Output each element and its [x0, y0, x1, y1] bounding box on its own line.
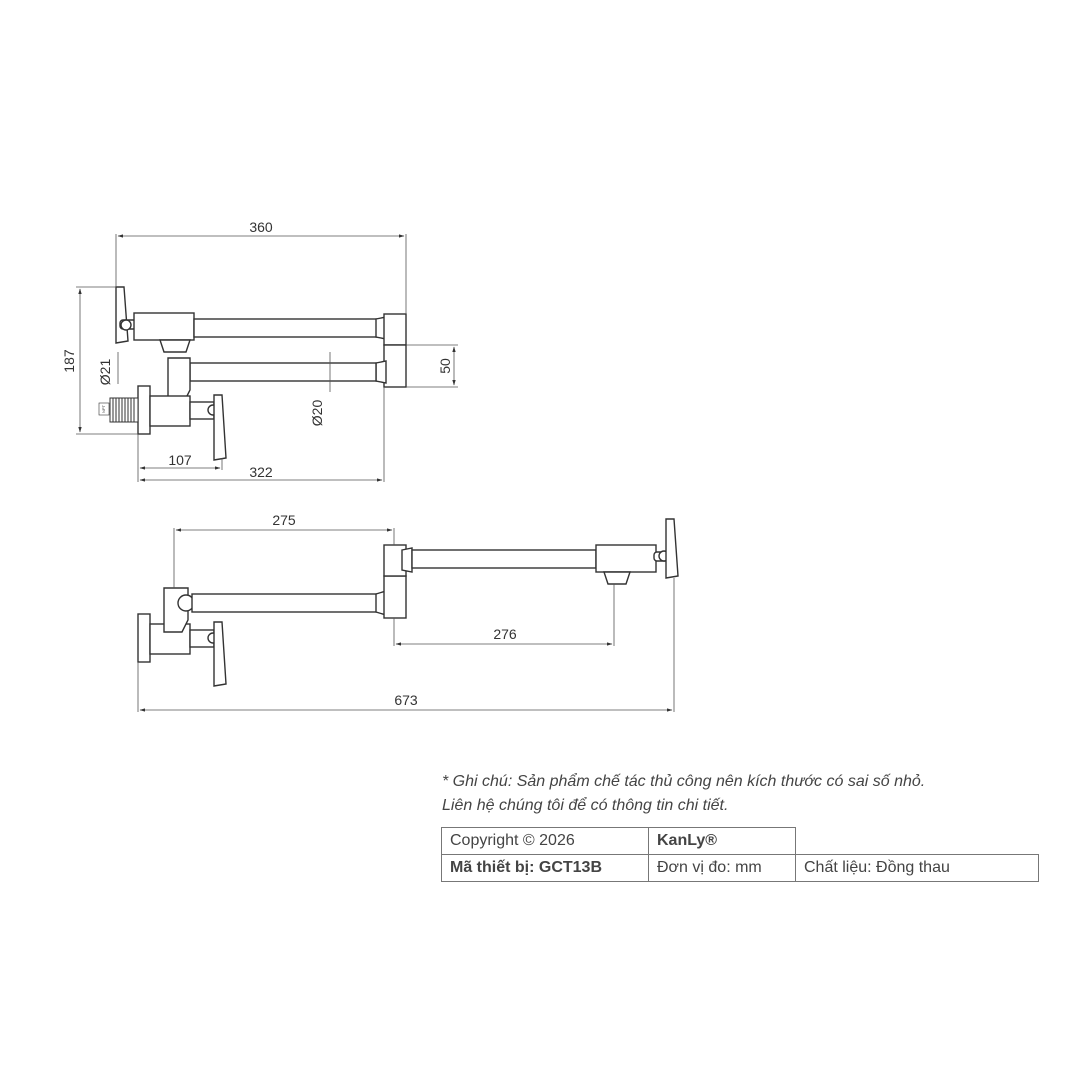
wall-flange [137, 385, 151, 435]
front-spout-outlet [603, 571, 631, 585]
front-upper-collar [401, 547, 413, 573]
front-spout-handle [665, 518, 679, 579]
dim-label-d20: Ø20 [309, 400, 325, 427]
front-valve-handle [213, 621, 227, 687]
note: * Ghi chú: Sản phẩm chế tác thủ công nên… [442, 770, 925, 818]
note-line-1: * Ghi chú: Sản phẩm chế tác thủ công nên… [442, 773, 926, 790]
note-line-2: Liên hệ chúng tôi để có thông tin chi ti… [442, 797, 729, 814]
swivel-block-upper [383, 313, 407, 346]
dim-label-673: 673 [394, 692, 418, 708]
upper-valve-body [133, 312, 195, 341]
dim-label-187: 187 [61, 349, 77, 373]
front-view-dimensions [137, 528, 675, 712]
lower-arm-collar [375, 360, 387, 384]
top-view-dimensions [76, 234, 458, 482]
wall-valve-body [149, 395, 191, 427]
brand-cell: KanLy® [648, 827, 796, 855]
front-lower-arm [191, 593, 383, 613]
unit-cell: Đơn vị đo: mm [648, 854, 796, 882]
lower-elbow [167, 357, 191, 399]
device-code-cell: Mã thiết bị: GCT13B [441, 854, 649, 882]
front-spout-body [595, 544, 657, 573]
front-swivel-lower [383, 575, 407, 619]
dim-label-276: 276 [493, 626, 517, 642]
thread [109, 397, 139, 423]
thread-label: NPT [101, 404, 106, 413]
upper-outlet [159, 339, 191, 353]
dim-label-360: 360 [249, 219, 273, 235]
swivel-block-lower [383, 344, 407, 388]
info-row-2: Mã thiết bị: GCT13B Đơn vị đo: mm Chất l… [441, 854, 1039, 882]
dim-label-50: 50 [437, 358, 453, 374]
material-cell: Chất liệu: Đồng thau [795, 854, 1039, 882]
dim-label-d21: Ø21 [97, 359, 113, 386]
front-wall-flange [137, 613, 151, 663]
dim-label-322: 322 [249, 464, 273, 480]
info-row-1: Copyright © 2026 KanLy® [441, 827, 1039, 855]
upper-handle-knob [120, 319, 132, 331]
front-upper-arm [411, 549, 597, 569]
lower-arm-pipe [189, 362, 377, 382]
dim-label-107: 107 [168, 452, 192, 468]
copyright-cell: Copyright © 2026 [441, 827, 649, 855]
upper-arm-pipe [193, 318, 381, 338]
dim-label-275: 275 [272, 512, 296, 528]
top-view [109, 286, 407, 461]
info-table: Copyright © 2026 KanLy® Mã thiết bị: GCT… [441, 827, 1039, 882]
upper-handle [115, 286, 129, 344]
front-view [137, 518, 679, 687]
empty-cell [795, 827, 1039, 855]
wall-valve-handle [213, 394, 227, 461]
